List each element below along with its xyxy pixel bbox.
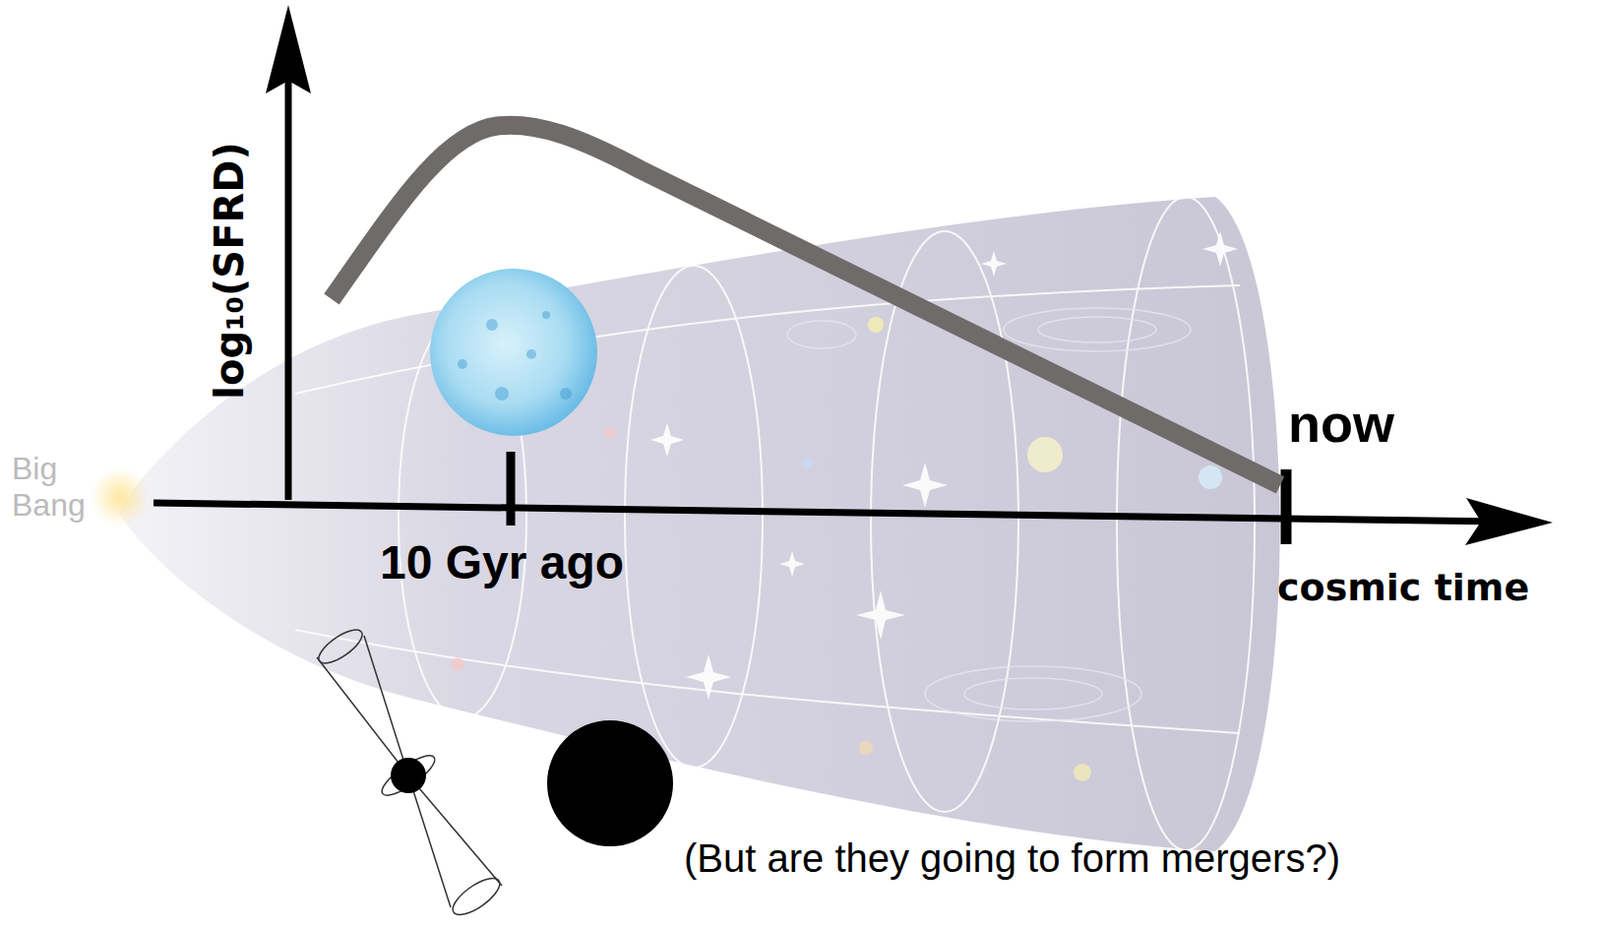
- sfrd-curve: [331, 124, 1281, 486]
- question-note: (But are they going to form mergers?): [683, 838, 1341, 878]
- universe-cone: [118, 196, 1281, 852]
- sparkles: [650, 231, 1238, 700]
- tick-label: now: [1288, 396, 1395, 450]
- black-hole: [547, 720, 674, 847]
- x-axis-arrowhead: [1465, 497, 1553, 546]
- time-rings: [295, 196, 1255, 851]
- big-bang-label: Big Bang: [11, 450, 101, 524]
- tick-label: 10 Gyr ago: [379, 539, 624, 587]
- accreting-black-hole-jets: [313, 623, 505, 922]
- axis-title: log₁₀(SFRD): [209, 141, 249, 400]
- axis-title: cosmic time: [1277, 568, 1530, 607]
- star-texture: [457, 310, 572, 401]
- y-axis-arrowhead: [265, 4, 311, 94]
- accreting-black-hole: [390, 757, 427, 794]
- massive-star: [430, 268, 598, 436]
- big-bang-glow: [90, 467, 150, 527]
- axes: [153, 59, 1506, 545]
